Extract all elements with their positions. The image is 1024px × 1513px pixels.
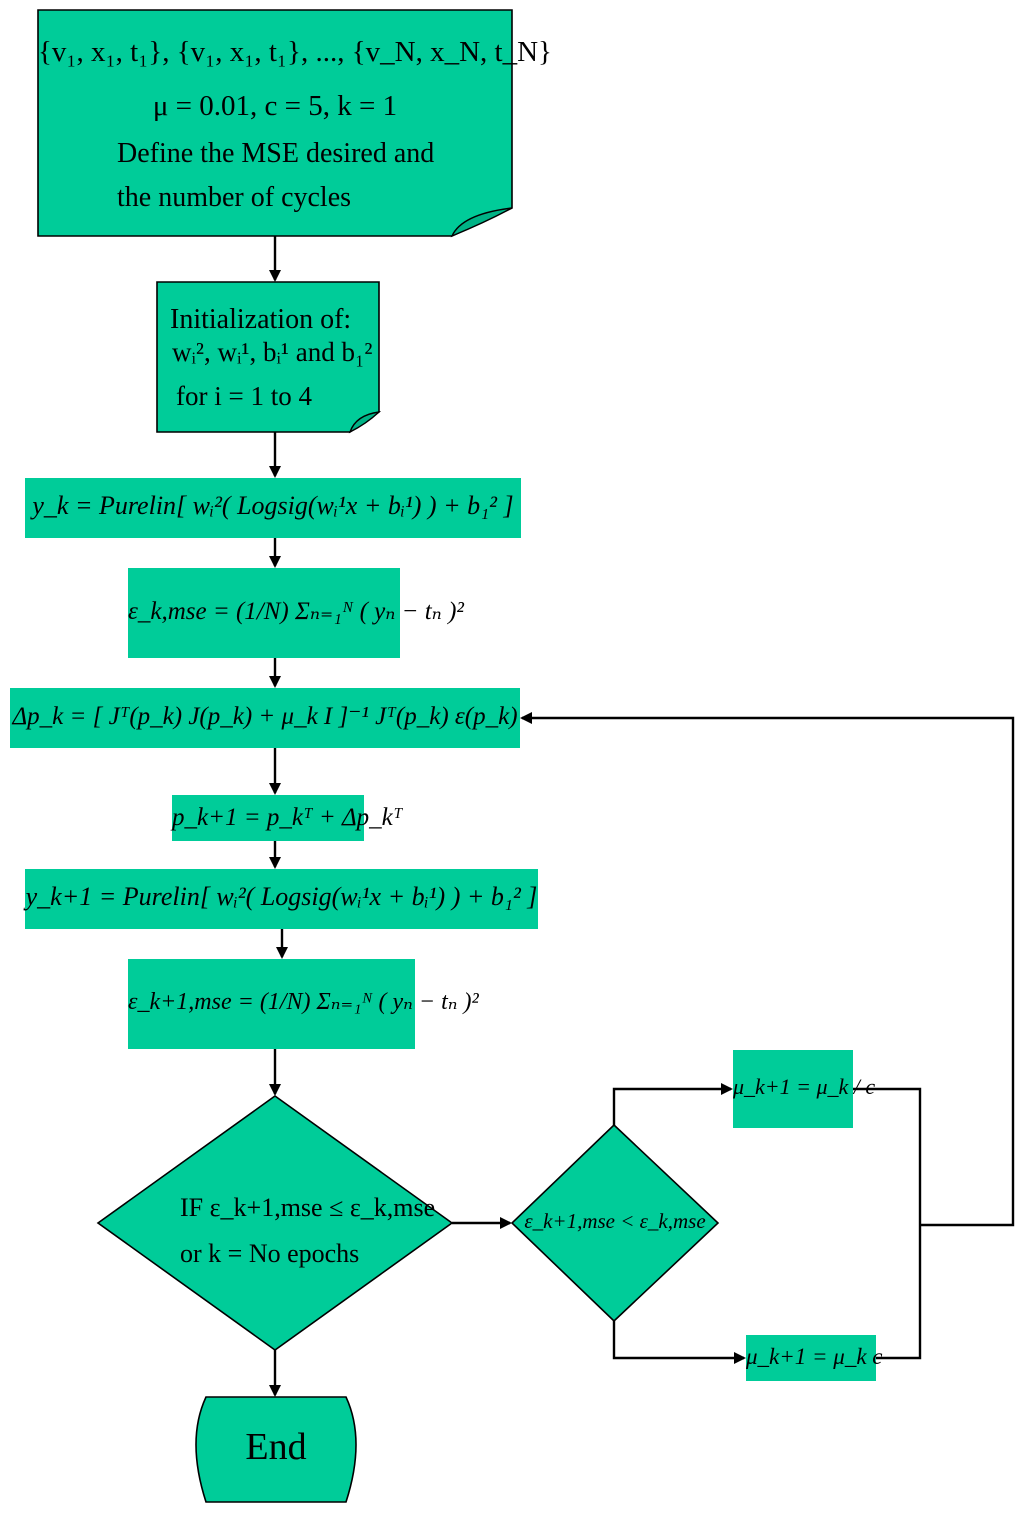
line-mudiv-merge	[853, 1087, 922, 1360]
start-line2: μ = 0.01, c = 5, k = 1	[152, 90, 398, 122]
mu-mul-formula: μ_k+1 = μ_k c	[746, 1344, 883, 1369]
mu-div-formula: μ_k+1 = μ_k / c	[733, 1074, 876, 1099]
decision1-line2: or k = No epochs	[180, 1239, 360, 1268]
decision2-label: ε_k+1,mse < ε_k,mse	[524, 1209, 706, 1233]
dp-formula: Δp_k = [ Jᵀ(p_k) J(p_k) + μ_k I ]⁻¹ Jᵀ(p…	[12, 703, 518, 730]
init-line2: wᵢ², wᵢ¹, bᵢ¹ and b₁²	[172, 337, 373, 367]
yk-node	[25, 478, 521, 538]
init-line3: for i = 1 to 4	[176, 381, 312, 411]
ek-formula: ε_k,mse = (1/N) Σₙ₌₁ᴺ ( yₙ − tₙ )²	[128, 598, 464, 625]
end-label: End	[245, 1426, 307, 1468]
ek1-formula: ε_k+1,mse = (1/N) Σₙ₌₁ᴺ ( yₙ − tₙ )²	[128, 989, 479, 1015]
mu-div-node	[733, 1050, 853, 1128]
arrow-decision2-mumul	[612, 1321, 746, 1364]
ek1-node	[128, 959, 415, 1049]
dp-node	[10, 688, 520, 748]
yk-formula: y_k = Purelin[ wᵢ²( Logsig(wᵢ¹x + bᵢ¹) )…	[32, 491, 514, 520]
start-line4: the number of cycles	[117, 182, 352, 213]
start-line1: {v₁, x₁, t₁}, {v₁, x₁, t₁}, ..., {v_N, x…	[38, 36, 552, 68]
start-line3: Define the MSE desired and	[117, 138, 435, 169]
init-node-fold	[348, 411, 382, 434]
pk1-formula: p_k+1 = p_kᵀ + Δp_kᵀ	[172, 804, 403, 831]
pk1-node	[172, 795, 364, 841]
decision1-line1: IF ε_k+1,mse ≤ ε_k,mse	[180, 1193, 436, 1222]
yk1-formula: y_k+1 = Purelin[ wᵢ²( Logsig(wᵢ¹x + bᵢ¹)…	[25, 882, 538, 911]
arrow-decision2-mudiv	[612, 1083, 733, 1125]
arrow-feedback-dp	[520, 712, 1015, 1227]
yk1-node	[25, 869, 538, 929]
init-line1: Initialization of:	[170, 304, 352, 335]
mu-mul-node	[746, 1335, 876, 1381]
ek-node	[128, 568, 400, 658]
start-node-fold	[450, 207, 513, 238]
end-node	[195, 1396, 357, 1503]
